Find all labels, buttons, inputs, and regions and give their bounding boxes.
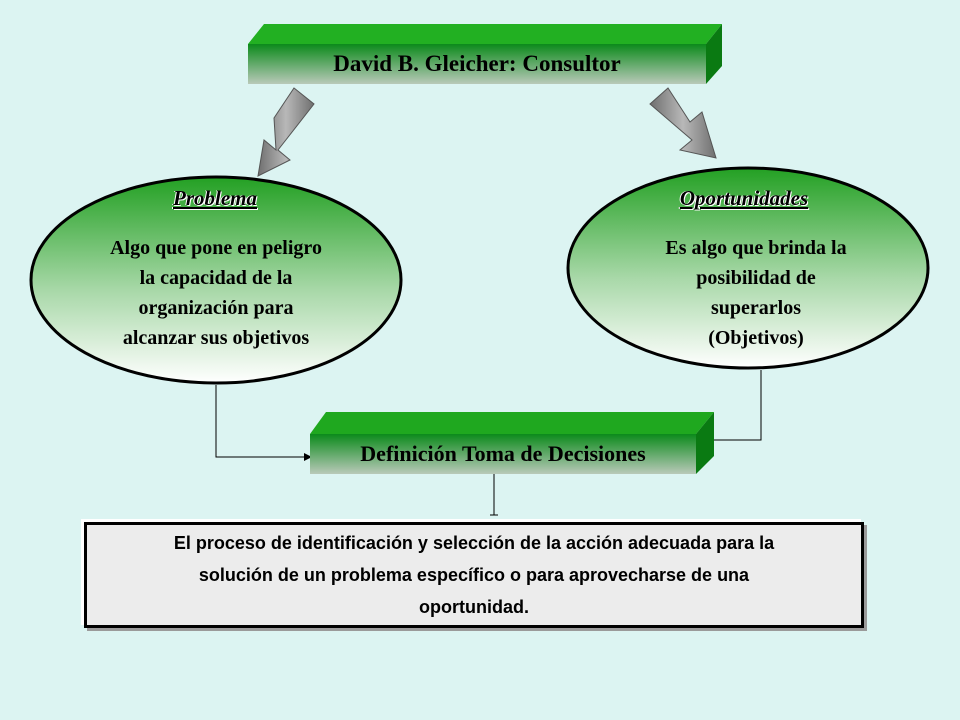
opportunity-line: Es algo que brinda la — [665, 237, 847, 259]
opportunity-title: Oportunidades — [679, 186, 809, 210]
arrow-to-problem — [257, 87, 315, 177]
problem-title: Problema — [173, 186, 257, 210]
connector-decision-to-definition — [490, 474, 498, 516]
title-box — [248, 24, 722, 84]
opportunity-line: superarlos — [711, 297, 801, 319]
opportunity-description: Es algo que brinda la posibilidad de sup… — [606, 233, 906, 353]
definition-line: El proceso de identificación y selección… — [173, 533, 775, 553]
problem-description: Algo que pone en peligro la capacidad de… — [66, 233, 366, 353]
connector-problem-to-decision — [215, 385, 312, 461]
opportunity-line: (Objetivos) — [708, 327, 804, 349]
title-box-label: David B. Gleicher: Consultor — [333, 51, 621, 76]
problem-ellipse — [29, 175, 403, 385]
arrow-to-opportunities — [649, 87, 717, 159]
problem-line: alcanzar sus objetivos — [122, 327, 310, 349]
opportunity-ellipse — [566, 166, 930, 370]
problem-line: la capacidad de la — [139, 267, 293, 289]
definition-text: El proceso de identificación y selección… — [109, 527, 839, 623]
decision-box-label: Definición Toma de Decisiones — [360, 441, 646, 466]
definition-line: solución de un problema específico o par… — [198, 565, 750, 585]
definition-line: oportunidad. — [419, 597, 529, 617]
connector-opportunities-to-decision — [714, 370, 762, 441]
problem-line: organización para — [138, 297, 294, 319]
decision-box — [310, 412, 714, 474]
problem-line: Algo que pone en peligro — [110, 237, 322, 259]
definition-box: El proceso de identificación y selección… — [84, 522, 864, 628]
opportunity-line: posibilidad de — [696, 267, 816, 289]
